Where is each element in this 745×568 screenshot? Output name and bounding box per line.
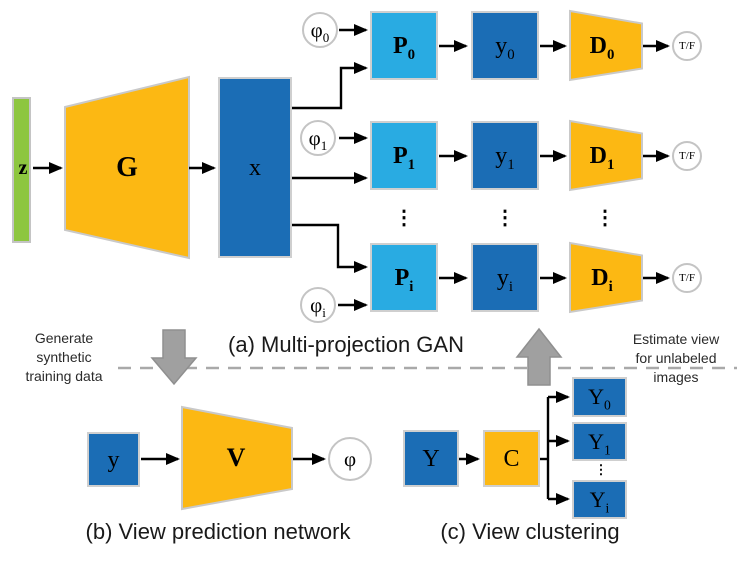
Yi-box: Yi bbox=[572, 480, 627, 519]
left-note-line3: training data bbox=[25, 368, 103, 384]
down-block-arrow-icon bbox=[150, 329, 198, 386]
left-note-line2: synthetic bbox=[36, 349, 92, 365]
discriminator0-trapezoid bbox=[569, 9, 643, 82]
p0-box: P0 bbox=[370, 11, 438, 80]
phi1-label: φ1 bbox=[308, 125, 328, 153]
Y0-box: Y0 bbox=[572, 377, 627, 417]
di-label: Di bbox=[591, 265, 613, 295]
connector-arrows bbox=[33, 24, 670, 505]
left-note-line1: Generate bbox=[34, 330, 94, 346]
dots-d-column: ⋮ bbox=[595, 207, 615, 229]
z-label: z bbox=[18, 157, 28, 179]
Y-input-label: Y bbox=[422, 445, 440, 472]
tf1-circle: T/F bbox=[672, 141, 702, 171]
y1-label: y1 bbox=[495, 142, 515, 173]
z-input-bar bbox=[12, 97, 31, 243]
generator-trapezoid bbox=[64, 75, 190, 260]
tf1-label: T/F bbox=[679, 150, 695, 162]
pi-box: Pi bbox=[370, 243, 438, 312]
y0-box: y0 bbox=[471, 11, 539, 80]
yi-box: yi bbox=[471, 243, 539, 312]
phi1-circle: φ1 bbox=[300, 120, 336, 156]
Yi-label: Yi bbox=[589, 486, 610, 515]
arrow-x-branch-bottom bbox=[292, 223, 368, 273]
tfi-label: T/F bbox=[679, 272, 695, 284]
panel-b-caption: (b) View prediction network bbox=[85, 519, 351, 544]
phi-output-label: φ bbox=[343, 446, 357, 471]
right-note-line3: images bbox=[653, 369, 699, 385]
y0-label: y0 bbox=[495, 32, 515, 63]
y-input-box: y bbox=[87, 432, 140, 487]
discriminator-i-trapezoid bbox=[569, 241, 643, 314]
generator-label: G bbox=[116, 152, 138, 183]
phi-output-circle: φ bbox=[328, 437, 372, 481]
Y-input-box: Y bbox=[403, 430, 459, 487]
phii-label: φi bbox=[310, 292, 326, 320]
Y1-label: Y1 bbox=[588, 428, 611, 457]
d1-label: D1 bbox=[589, 143, 615, 173]
phi0-circle: φ0 bbox=[302, 12, 338, 48]
view-network-label: V bbox=[226, 443, 246, 472]
view-prediction-trapezoid bbox=[181, 405, 293, 511]
y-input-label: y bbox=[107, 446, 120, 473]
right-divider-note: Estimate view for unlabeled images bbox=[633, 330, 719, 387]
panel-a-caption: (a) Multi-projection GAN bbox=[228, 332, 464, 357]
tfi-circle: T/F bbox=[672, 263, 702, 293]
phii-circle: φi bbox=[300, 287, 336, 323]
phi0-label: φ0 bbox=[310, 17, 330, 45]
p1-label: P1 bbox=[392, 142, 416, 173]
left-divider-note: Generate synthetic training data bbox=[25, 329, 102, 386]
dots-Y-column: ⋮ bbox=[594, 462, 608, 478]
dots-p-column: ⋮ bbox=[394, 207, 414, 229]
arrow-x-branch-top bbox=[292, 62, 368, 110]
Y1-box: Y1 bbox=[572, 422, 627, 461]
discriminator1-trapezoid bbox=[569, 119, 643, 192]
Y0-label: Y0 bbox=[588, 384, 611, 413]
panel-c-caption: (c) View clustering bbox=[440, 519, 620, 544]
p0-label: P0 bbox=[392, 32, 416, 63]
dots-y-column: ⋮ bbox=[495, 207, 515, 229]
d0-label: D0 bbox=[589, 33, 615, 63]
x-label: x bbox=[249, 154, 261, 181]
yi-label: yi bbox=[496, 264, 514, 295]
y1-box: y1 bbox=[471, 121, 539, 190]
tf0-circle: T/F bbox=[672, 31, 702, 61]
tf0-label: T/F bbox=[679, 40, 695, 52]
right-note-line2: for unlabeled bbox=[635, 350, 717, 366]
clustering-label: C bbox=[503, 445, 520, 472]
p1-box: P1 bbox=[370, 121, 438, 190]
right-note-line1: Estimate view bbox=[632, 331, 720, 347]
up-block-arrow-icon bbox=[515, 327, 563, 386]
pi-label: Pi bbox=[394, 264, 414, 295]
x-box: x bbox=[218, 77, 292, 258]
clustering-box: C bbox=[483, 430, 540, 487]
